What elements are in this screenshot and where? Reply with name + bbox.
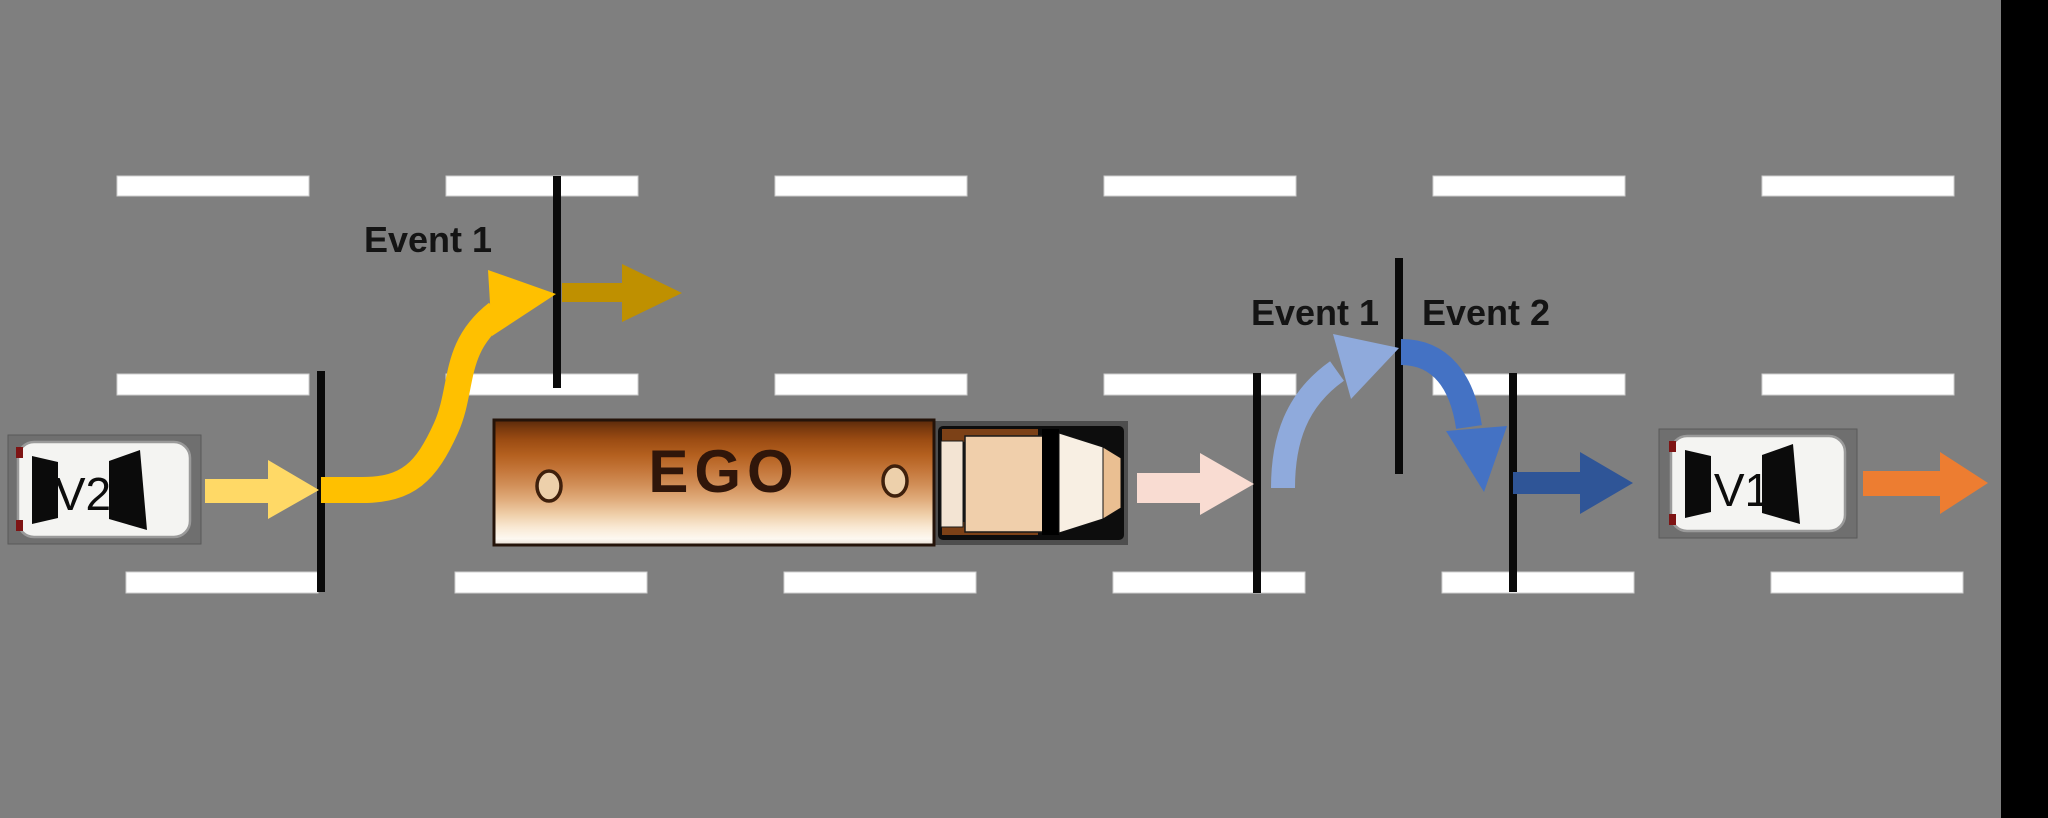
lane-dash — [774, 175, 968, 197]
lane-dash — [774, 373, 968, 396]
lane-dash — [1432, 175, 1626, 197]
v2-front-window — [109, 450, 147, 530]
v1-body — [1669, 434, 1847, 533]
lane-dash — [445, 373, 639, 396]
v2-after-event1-arrow — [562, 264, 682, 322]
ego-initial-arrow — [1137, 453, 1254, 515]
lane-dash — [1770, 571, 1964, 594]
ego-cab-roof — [964, 435, 1044, 533]
ego-hood — [1102, 446, 1122, 520]
v2-rear-window — [32, 456, 58, 524]
v2-taillight-top — [16, 447, 23, 458]
lane-dash — [1761, 175, 1955, 197]
ego-event2-label: Event 2 — [1421, 292, 1551, 333]
lane-dash — [1103, 175, 1297, 197]
event-marker-line-ego-event1 — [1253, 373, 1261, 593]
lane-dash — [1441, 571, 1635, 594]
event-marker-line-ego-between — [1395, 258, 1403, 474]
v1-taillight-bottom — [1669, 514, 1676, 525]
ego-event1-arrowhead — [1333, 334, 1399, 399]
lane-dash — [1103, 373, 1297, 396]
lane-dash — [454, 571, 648, 594]
v2-lane-change-arrowhead — [488, 270, 556, 336]
ego-truck-label: EGO — [648, 438, 800, 505]
ego-event1-curve — [1271, 361, 1345, 489]
lane-dash — [116, 373, 310, 396]
ego-after-event2-arrow — [1513, 452, 1633, 514]
v2-car — [7, 434, 202, 545]
ego-windshield — [1058, 432, 1104, 534]
ego-cab-pillar — [1042, 429, 1059, 535]
ego-truck — [492, 418, 1128, 547]
v1-forward-arrow — [1863, 452, 1988, 514]
ego-event2-arrowhead — [1446, 426, 1507, 492]
v2-initial-arrow — [205, 460, 319, 519]
ego-trailer-porthole-left — [535, 469, 563, 503]
lane-marking-row-middle — [116, 373, 1955, 396]
lane-dash — [1432, 373, 1626, 396]
v1-taillight-top — [1669, 441, 1676, 452]
ego-trailer — [492, 418, 936, 547]
v1-front-window — [1762, 444, 1800, 524]
v1-car — [1658, 428, 1858, 539]
image-right-black-band — [2001, 0, 2048, 818]
v2-car-label: V2 — [54, 468, 112, 520]
v2-taillight-bottom — [16, 520, 23, 531]
ego-cab-back-panel — [940, 440, 964, 528]
ego-event2-curve — [1400, 339, 1482, 430]
ego-trailer-porthole-right — [881, 464, 909, 498]
lane-dash — [1112, 571, 1306, 594]
ego-event1-label: Event 1 — [1250, 292, 1380, 333]
v2-body — [16, 440, 192, 539]
lane-dash — [116, 175, 310, 197]
v2-event1-label: Event 1 — [363, 219, 493, 260]
lane-dash — [125, 571, 319, 594]
v2-lane-change-curve — [321, 302, 506, 503]
v1-rear-window — [1685, 450, 1711, 518]
lane-dash — [1761, 373, 1955, 396]
lane-marking-row-top — [116, 175, 1955, 197]
event-marker-line-v2-after — [553, 176, 561, 388]
lane-dash — [783, 571, 977, 594]
v1-car-label: V1 — [1713, 464, 1771, 516]
lane-dash — [445, 175, 639, 197]
lane-marking-row-bottom — [125, 571, 1964, 594]
